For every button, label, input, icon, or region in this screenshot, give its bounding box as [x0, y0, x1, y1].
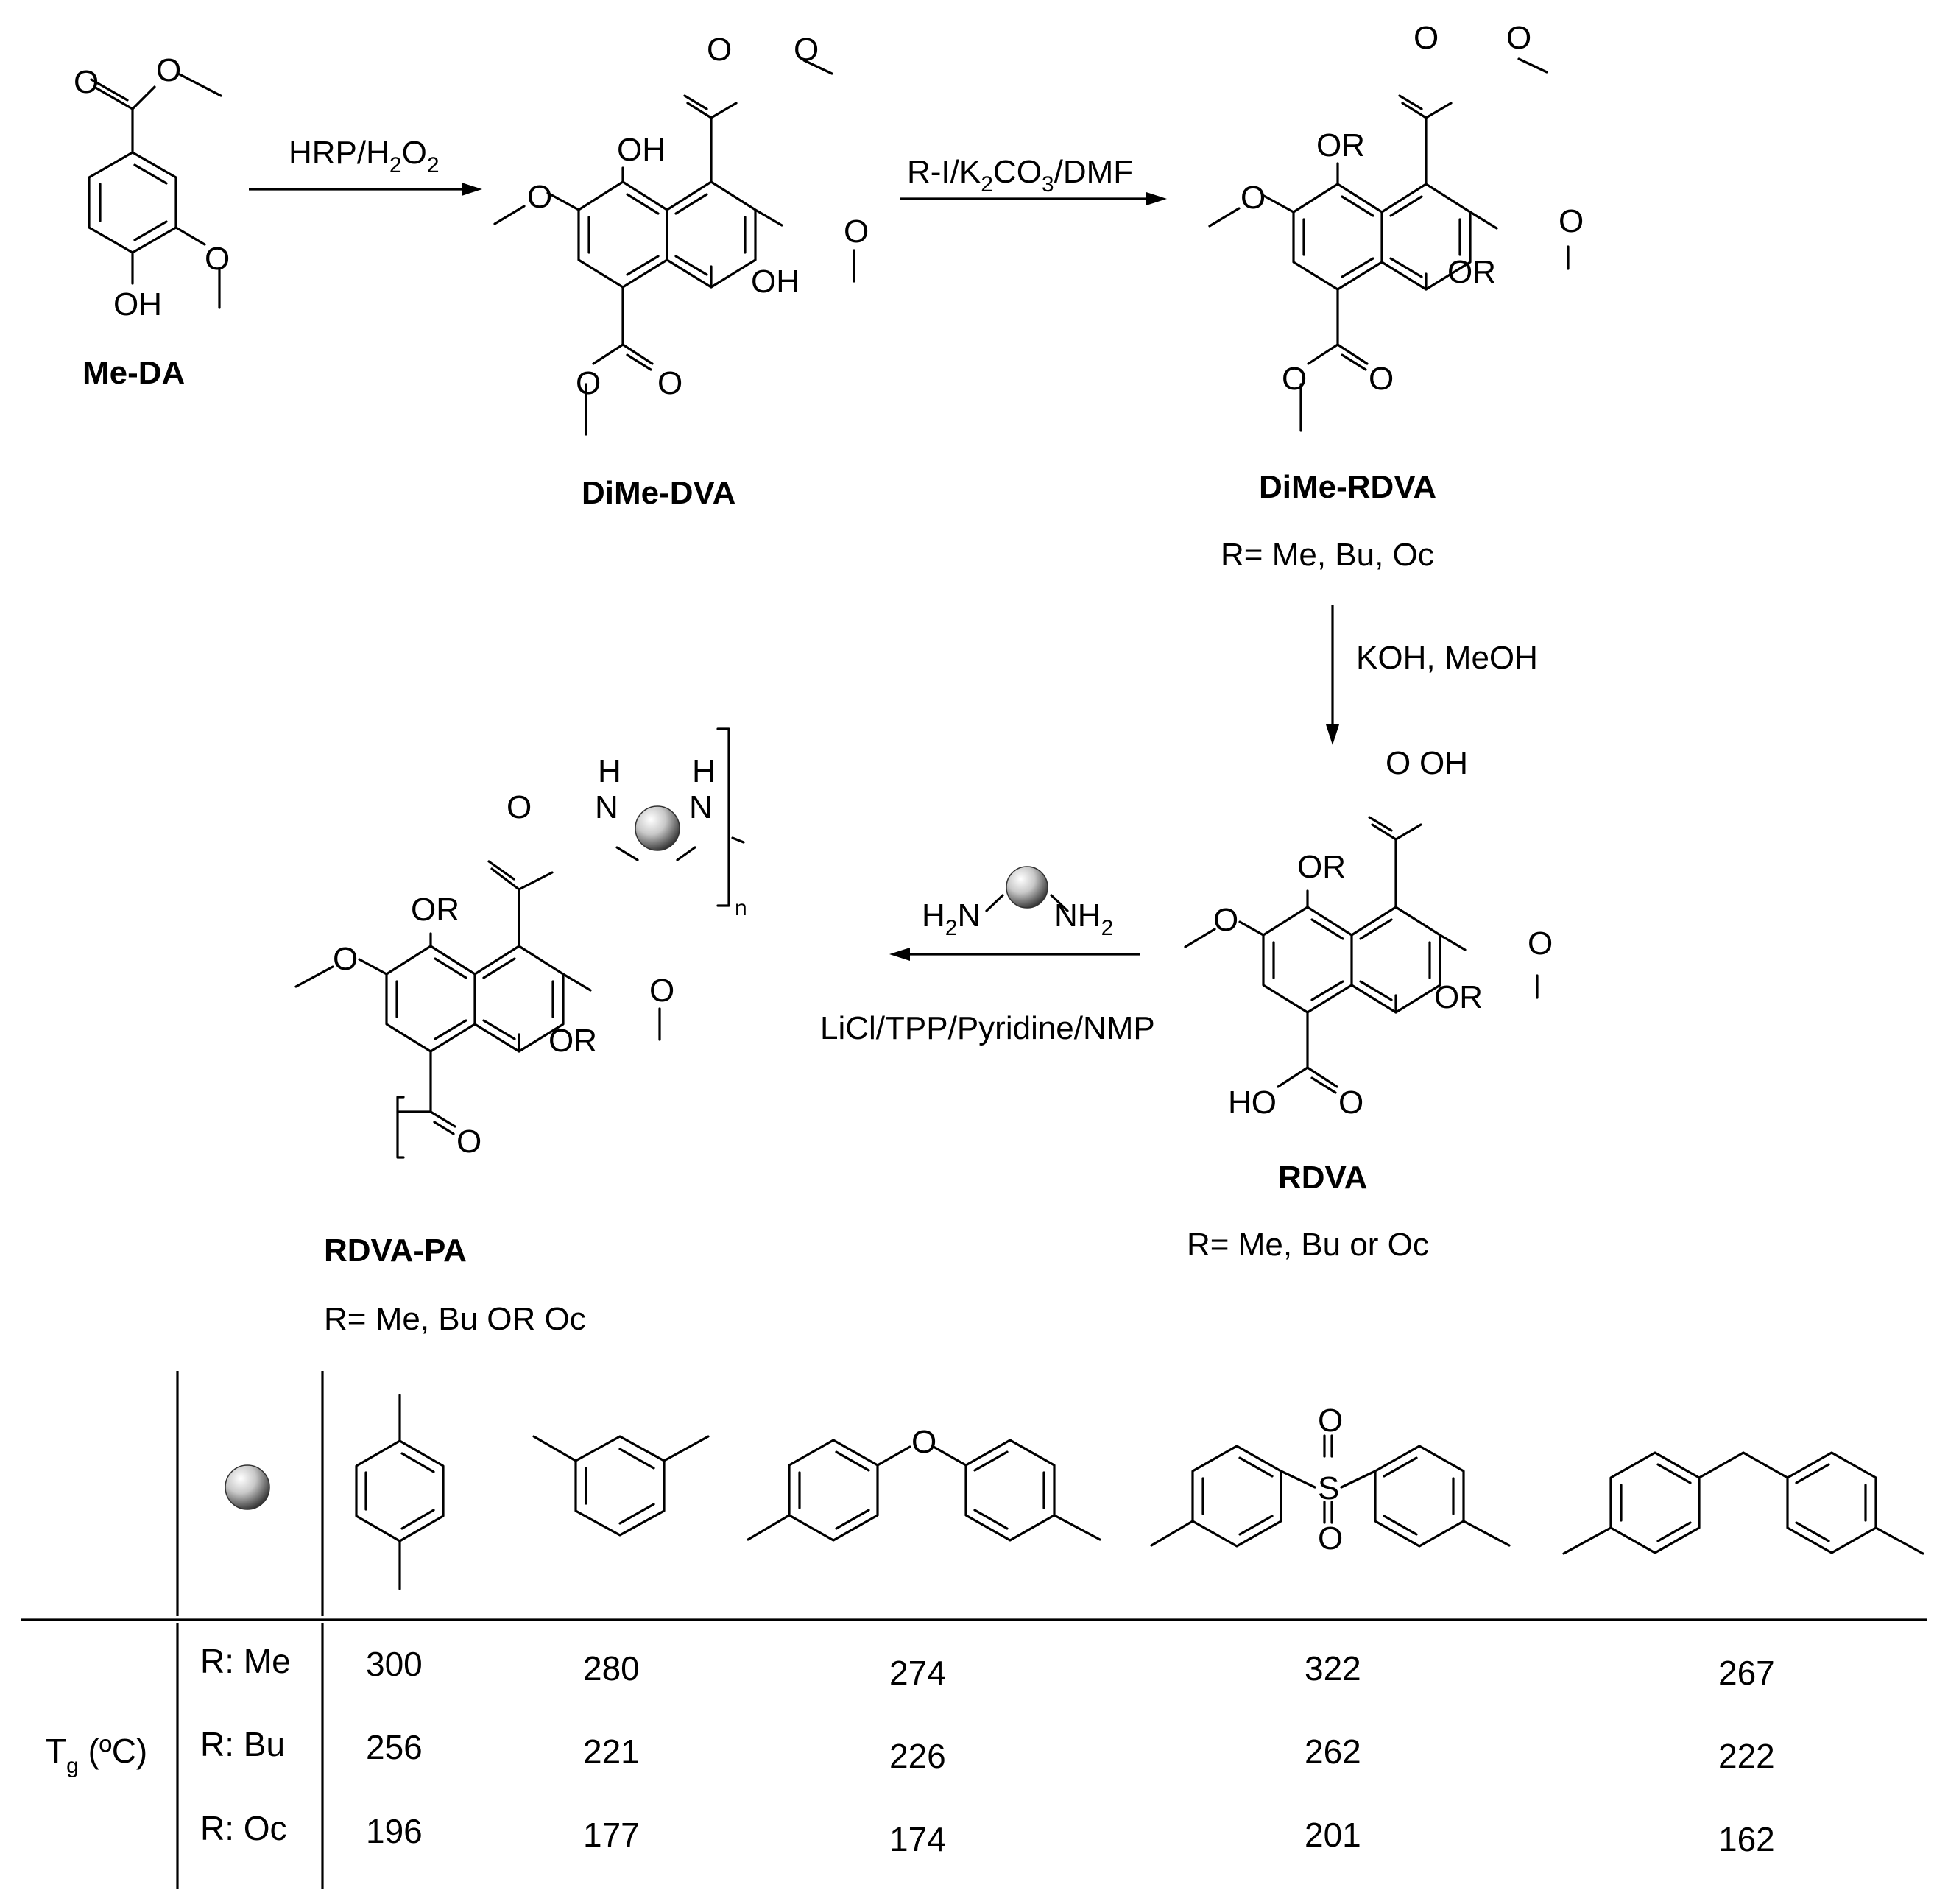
tg-oc-col2: 177 [583, 1816, 640, 1854]
rdva-r-note: R= Me, Bu or Oc [1187, 1227, 1429, 1263]
arrow-step1-head [462, 183, 482, 196]
rdva-o-top-carbonyl: O [1386, 745, 1411, 781]
dime-rdva-o-top-carbonyl: O [1414, 20, 1439, 56]
me-da-o-methoxy: O [205, 241, 230, 277]
arrow-step4-head [889, 948, 910, 961]
diamine-ball-icon [225, 1464, 270, 1510]
dime-rdva-r-note: R= Me, Bu, Oc [1221, 537, 1434, 573]
diamine-sulfonyl-diphenylene [1150, 1434, 1511, 1548]
tg-row-header: Tg (ºC) [46, 1732, 147, 1778]
arrow-step2-head [1146, 192, 1167, 205]
tg-bu-col5: 222 [1718, 1737, 1775, 1775]
dime-dva-oh-top: OH [617, 132, 666, 168]
tg-me-col3: 274 [889, 1654, 946, 1692]
tg-oc-col5: 162 [1718, 1820, 1775, 1858]
tg-me-col5: 267 [1718, 1654, 1775, 1692]
dime-rdva-name: DiMe-RDVA [1259, 469, 1436, 505]
dime-rdva-structure [1208, 57, 1570, 432]
tg-oc-col4: 201 [1305, 1816, 1361, 1854]
tg-me-col2: 280 [583, 1649, 640, 1688]
me-da-name: Me-DA [82, 355, 185, 391]
rdva-name: RDVA [1278, 1160, 1367, 1196]
tg-oc-col3: 174 [889, 1820, 946, 1858]
dime-dva-o-bottom-carbonyl: O [657, 365, 682, 401]
tg-bu-col3: 226 [889, 1737, 946, 1775]
me-da-structure [88, 72, 222, 309]
rdva-pa-o-amide: O [507, 789, 532, 825]
rdva-pa-h-right: H [692, 753, 716, 789]
diamine-reagent-label: H2N [922, 898, 981, 940]
reagent-step1: HRP/H2O2 [289, 135, 440, 177]
reagent-step3: KOH, MeOH [1356, 640, 1538, 676]
dime-dva-structure [493, 59, 855, 436]
rdva-pa-subscript-n: n [735, 896, 747, 920]
row-label-oc: R: Oc [200, 1809, 287, 1847]
dime-rdva-or-top: OR [1316, 127, 1365, 163]
tg-table-grid [21, 1371, 1927, 1889]
arrow-step3-head [1326, 724, 1339, 745]
dime-rdva-o-methoxy-right: O [1559, 203, 1584, 239]
diamine-ether-o: O [911, 1424, 936, 1460]
dime-dva-o-methoxy-right: O [844, 214, 869, 250]
dime-rdva-or-bottom: OR [1447, 254, 1496, 290]
dime-rdva-o-bottom-ester: O [1282, 361, 1307, 397]
rdva-pa-r-note: R= Me, Bu OR Oc [324, 1301, 586, 1337]
dime-dva-o-top-ester: O [794, 32, 819, 68]
row-label-me: R: Me [200, 1642, 291, 1680]
rdva-o-bottom-carbonyl: O [1338, 1085, 1363, 1121]
rdva-structure [1184, 816, 1539, 1094]
rdva-o-methoxy-left: O [1213, 902, 1238, 938]
dime-dva-o-top-carbonyl: O [707, 32, 732, 68]
tg-me-col4: 322 [1305, 1649, 1361, 1688]
rdva-pa-o-methoxy-left: O [333, 941, 358, 977]
dime-rdva-o-bottom-carbonyl: O [1369, 361, 1394, 397]
diamine-sulfonyl-s: S [1318, 1470, 1339, 1506]
rdva-pa-o-carbonyl-bottom: O [456, 1124, 481, 1160]
rdva-pa-or-bottom: OR [548, 1023, 597, 1059]
tg-oc-col1: 196 [366, 1812, 423, 1850]
me-da-o-carbonyl: O [74, 64, 99, 100]
rdva-pa-o-methoxy-right: O [649, 973, 674, 1009]
row-label-bu: R: Bu [200, 1725, 285, 1763]
dime-rdva-o-methoxy-left: O [1241, 180, 1266, 216]
tg-me-col1: 300 [366, 1645, 423, 1683]
tg-bu-col2: 221 [583, 1732, 640, 1771]
rdva-o-methoxy-right: O [1528, 925, 1553, 962]
dime-dva-oh-bottom: OH [751, 264, 800, 300]
dime-dva-o-methoxy-left: O [527, 179, 552, 215]
rdva-pa-h-left: H [598, 753, 621, 789]
me-da-oh: OH [113, 286, 162, 322]
dime-dva-o-bottom-ester: O [576, 365, 601, 401]
reagent-step4-conditions: LiCl/TPP/Pyridine/NMP [820, 1010, 1155, 1046]
diamine-m-phenylene [532, 1435, 710, 1537]
diamine-p-phenylene [355, 1394, 445, 1590]
rdva-pa-n-right: N [689, 789, 713, 825]
rdva-or-bottom: OR [1434, 979, 1483, 1015]
dime-dva-name: DiMe-DVA [582, 475, 735, 511]
tg-bu-col4: 262 [1305, 1732, 1361, 1771]
rdva-ho-bottom: HO [1228, 1085, 1277, 1121]
rdva-pa-structure [294, 727, 745, 1159]
dime-rdva-o-top-ester: O [1506, 20, 1531, 56]
rdva-pa-n-left: N [595, 789, 618, 825]
diamine-sulfonyl-o-top: O [1318, 1403, 1343, 1439]
rdva-or-top: OR [1297, 849, 1346, 885]
rdva-pa-name: RDVA-PA [324, 1233, 467, 1269]
diamine-reagent-label-right: NH2 [1054, 898, 1113, 940]
tg-bu-col1: 256 [366, 1728, 423, 1766]
me-da-o-ester: O [156, 52, 181, 88]
reagent-step2: R-I/K2CO3/DMF [907, 154, 1133, 197]
diamine-sulfonyl-o-bottom: O [1318, 1520, 1343, 1556]
rdva-oh-top: OH [1419, 745, 1468, 781]
rdva-pa-or-top: OR [411, 892, 459, 928]
diamine-oxydiphenylene [747, 1439, 1101, 1542]
diamine-methylene-diphenylene [1562, 1451, 1924, 1555]
diamine-reagent [985, 866, 1069, 912]
